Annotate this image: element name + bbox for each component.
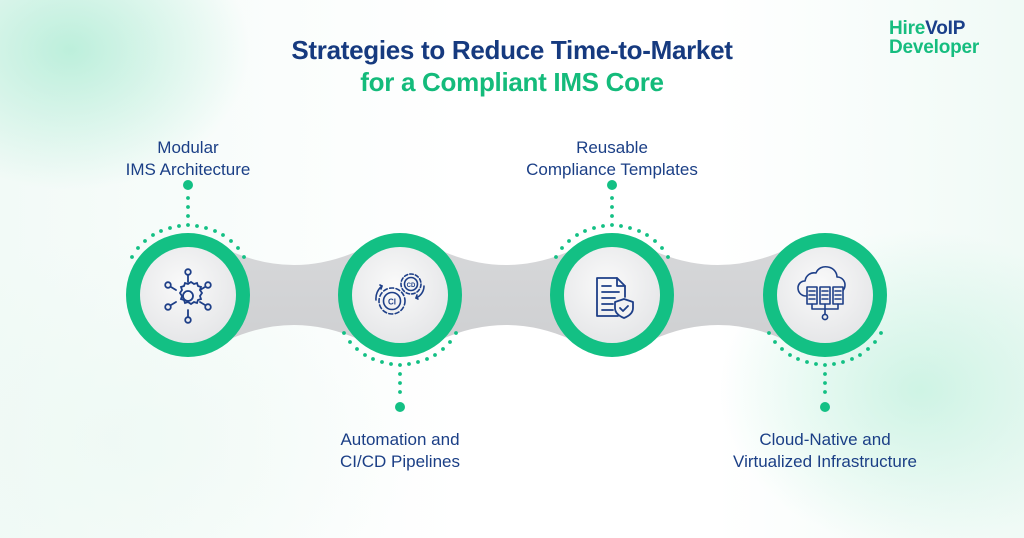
step-4-label: Cloud-Native and Virtualized Infrastruct… (695, 429, 955, 473)
dotted-arc (130, 180, 246, 259)
dotted-arc (342, 331, 458, 412)
title-line-2: for a Compliant IMS Core (360, 67, 664, 97)
logo-developer: Developer (889, 37, 980, 58)
step-2-label-line-2: CI/CD Pipelines (340, 452, 460, 471)
step-1-label: Modular IMS Architecture (88, 137, 288, 181)
page-title: Strategies to Reduce Time-to-Market for … (0, 34, 1024, 98)
connector-2-3 (440, 250, 572, 340)
cloud-servers-icon (797, 265, 846, 321)
step-2-label-line-1: Automation and (340, 430, 460, 449)
step-3-node (550, 180, 674, 357)
step-1-label-line-1: Modular (157, 138, 219, 157)
step-3-label-line-2: Compliance Templates (526, 160, 698, 179)
svg-text:CI: CI (388, 298, 396, 307)
logo: HireVoIP Developer (889, 19, 979, 57)
connector-1-2 (228, 250, 360, 340)
document-shield-icon (596, 277, 634, 319)
network-gear-icon (164, 268, 212, 324)
step-3-label-line-1: Reusable (576, 138, 648, 157)
step-4-label-line-1: Cloud-Native and (759, 430, 891, 449)
svg-text:CD: CD (407, 283, 416, 289)
dotted-arc (767, 331, 883, 412)
step-4-node (763, 233, 887, 412)
step-2-label: Automation and CI/CD Pipelines (290, 429, 510, 473)
logo-hire: Hire (889, 18, 926, 39)
step-3-label: Reusable Compliance Templates (482, 137, 742, 181)
step-1-label-line-2: IMS Architecture (125, 160, 251, 179)
connectors (228, 250, 785, 340)
step-4-label-line-2: Virtualized Infrastructure (733, 452, 917, 471)
step-1-node (126, 180, 250, 357)
dotted-arc (554, 180, 670, 259)
connector-3-4 (652, 250, 785, 340)
step-2-node: CI CD (338, 233, 462, 412)
logo-voip: VoIP (925, 18, 966, 39)
ci-cd-gears-icon: CI CD (375, 273, 425, 315)
title-line-1: Strategies to Reduce Time-to-Market (291, 35, 733, 65)
